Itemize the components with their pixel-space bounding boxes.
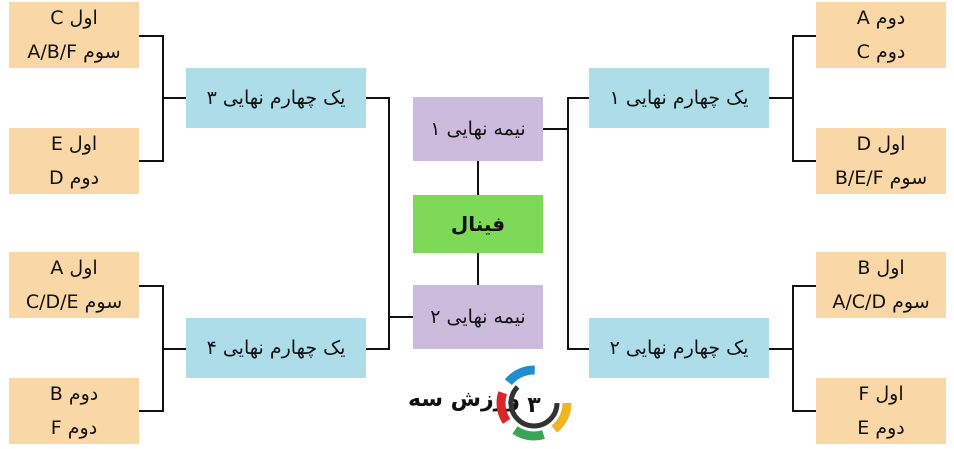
group-box-right-3: اول B سوم A/C/D	[816, 252, 946, 318]
group-line: اول A	[50, 257, 98, 279]
connector	[162, 348, 186, 350]
group-box-right-1: دوم A دوم C	[816, 2, 946, 68]
semifinal-2: نیمه نهایی ۲	[413, 285, 543, 349]
group-line: سوم A/B/F	[27, 41, 121, 63]
group-line: سوم C/D/E	[25, 291, 123, 313]
varzesh3-logo: ورزش سه ۳	[396, 362, 576, 444]
connector	[792, 410, 817, 412]
connector	[792, 35, 817, 37]
semifinal-label: نیمه نهایی ۲	[430, 306, 526, 328]
connector	[366, 348, 390, 350]
group-line: دوم D	[48, 167, 100, 189]
group-line: اول C	[50, 7, 98, 29]
quarterfinal-1: یک چهارم نهایی ۱	[589, 68, 769, 128]
group-line: دوم E	[857, 417, 905, 439]
connector	[139, 35, 164, 37]
connector	[567, 97, 591, 99]
group-line: دوم B	[49, 383, 99, 405]
connector	[477, 161, 479, 195]
connector	[477, 253, 479, 285]
connector	[388, 316, 413, 318]
connector	[162, 97, 186, 99]
connector	[567, 97, 569, 350]
quarterfinal-3: یک چهارم نهایی ۳	[186, 68, 366, 128]
connector	[769, 348, 794, 350]
varzesh3-logo-icon: ورزش سه ۳	[408, 365, 572, 441]
group-line: سوم B/E/F	[834, 167, 928, 189]
quarterfinal-label: یک چهارم نهایی ۳	[206, 87, 346, 109]
final-box: فینال	[413, 195, 543, 253]
connector	[139, 160, 164, 162]
quarterfinal-label: یک چهارم نهایی ۲	[609, 337, 749, 359]
group-line: دوم C	[856, 41, 906, 63]
connector	[543, 128, 569, 130]
group-box-left-2: اول E دوم D	[9, 128, 139, 194]
semifinal-1: نیمه نهایی ۱	[413, 97, 543, 161]
group-box-right-4: اول F دوم E	[816, 378, 946, 444]
group-box-left-3: اول A سوم C/D/E	[9, 252, 139, 318]
group-line: سوم A/C/D	[832, 291, 930, 313]
connector	[769, 97, 794, 99]
final-label: فینال	[450, 212, 506, 236]
group-box-left-1: اول C سوم A/B/F	[9, 2, 139, 68]
connector	[139, 410, 164, 412]
connector	[792, 285, 817, 287]
connector	[139, 285, 164, 287]
group-line: اول D	[856, 133, 906, 155]
group-line: دوم F	[50, 417, 98, 439]
quarterfinal-2: یک چهارم نهایی ۲	[589, 318, 769, 378]
group-box-right-2: اول D سوم B/E/F	[816, 128, 946, 194]
connector	[366, 97, 390, 99]
group-box-left-4: دوم B دوم F	[9, 378, 139, 444]
group-line: اول B	[857, 257, 905, 279]
semifinal-label: نیمه نهایی ۱	[430, 118, 526, 140]
connector	[388, 97, 390, 350]
connector	[567, 348, 591, 350]
quarterfinal-label: یک چهارم نهایی ۴	[206, 337, 346, 359]
group-line: دوم A	[856, 7, 906, 29]
quarterfinal-4: یک چهارم نهایی ۴	[186, 318, 366, 378]
group-line: اول F	[858, 383, 904, 405]
quarterfinal-label: یک چهارم نهایی ۱	[609, 87, 749, 109]
group-line: اول E	[50, 133, 98, 155]
connector	[792, 160, 817, 162]
logo-numeral: ۳	[527, 393, 541, 418]
